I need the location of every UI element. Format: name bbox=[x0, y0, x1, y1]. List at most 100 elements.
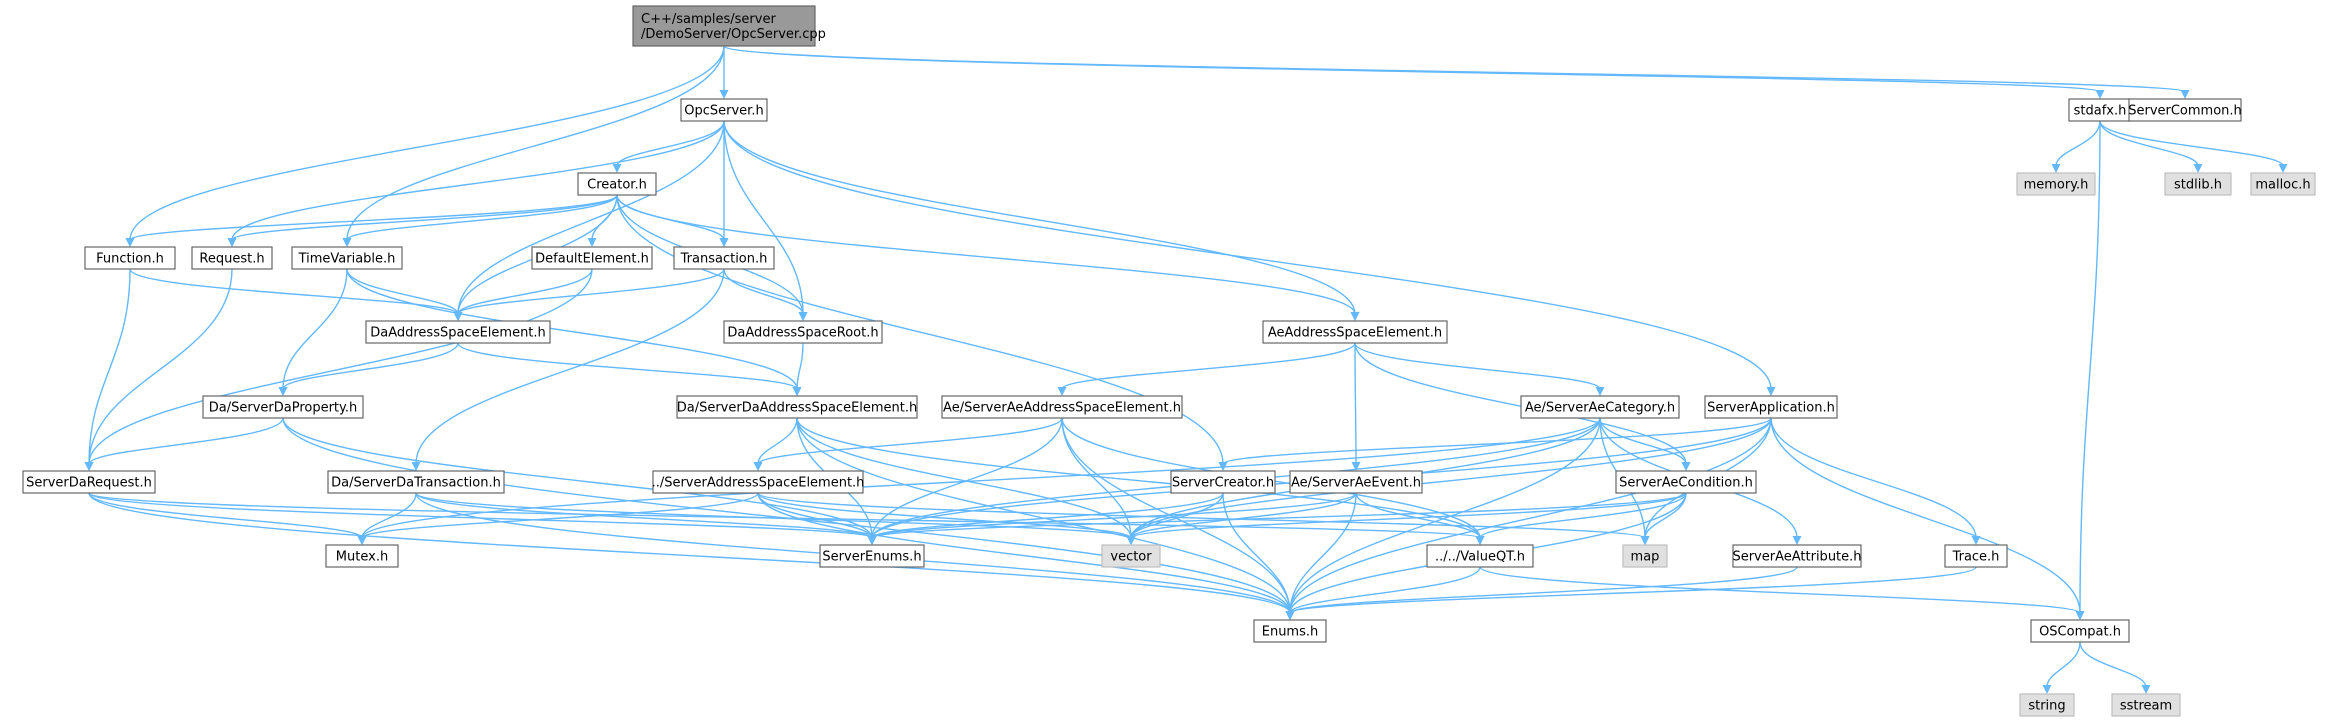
edge-serveraecondition-to-vector bbox=[1130, 492, 1687, 539]
arrowhead-aeaddrelem-to-aeserveraeaddrelem bbox=[1057, 387, 1067, 396]
edge-serverapplication-to-vector bbox=[1130, 417, 1772, 539]
node-label-serverdarequest: ServerDaRequest.h bbox=[26, 476, 152, 491]
node-request[interactable]: Request.h bbox=[191, 246, 273, 270]
edge-serverapplication-to-oscompat bbox=[1770, 417, 2081, 614]
node-servercreator[interactable]: ServerCreator.h bbox=[1170, 470, 1276, 494]
node-serverdarequest[interactable]: ServerDaRequest.h bbox=[22, 470, 156, 494]
edge-serverapplication-to-enums bbox=[1289, 417, 1772, 614]
edge-stdafx-to-stdlib bbox=[2099, 120, 2199, 167]
node-string: string bbox=[2019, 693, 2075, 717]
edge-creator-to-function bbox=[129, 194, 618, 241]
arrowhead-serveraecondition-to-vector bbox=[1126, 536, 1136, 545]
node-mutex[interactable]: Mutex.h bbox=[325, 544, 399, 568]
node-enums[interactable]: Enums.h bbox=[1253, 619, 1327, 643]
edge-aeserveraeevent-to-vector bbox=[1130, 492, 1357, 539]
node-label-opcservercpp: /DemoServer/OpcServer.cpp bbox=[641, 27, 826, 42]
edge-function-to-daaddrelem bbox=[129, 268, 459, 315]
edge-aeaddrelem-to-aeserveraeaddrelem bbox=[1061, 342, 1356, 390]
node-aeserveraecategory[interactable]: Ae/ServerAeCategory.h bbox=[1520, 395, 1680, 419]
node-oscompat[interactable]: OSCompat.h bbox=[2030, 619, 2130, 643]
edge-transaction-to-daaddrelem bbox=[457, 268, 725, 315]
node-serveraecondition[interactable]: ServerAeCondition.h bbox=[1615, 470, 1757, 494]
node-creator[interactable]: Creator.h bbox=[577, 172, 657, 196]
node-box-map bbox=[1622, 544, 1668, 568]
node-label-memory: memory.h bbox=[2024, 178, 2089, 193]
node-servercommon[interactable]: ServerCommon.h bbox=[2128, 98, 2242, 122]
edge-aeaddrelem-to-aeserveraecategory bbox=[1354, 342, 1601, 390]
arrowhead-serveraecondition-to-serverenums bbox=[867, 536, 877, 545]
node-label-daserverdaproperty: Da/ServerDaProperty.h bbox=[209, 401, 358, 416]
node-opcserverh[interactable]: OpcServer.h bbox=[680, 98, 768, 122]
node-label-creator: Creator.h bbox=[587, 178, 647, 193]
node-opcservercpp[interactable]: C++/samples/server/DemoServer/OpcServer.… bbox=[632, 5, 826, 47]
edge-opcservercpp-to-timevariable bbox=[346, 45, 725, 241]
arrowhead-aeaddrelem-to-aeserveraeevent bbox=[1351, 462, 1361, 471]
node-label-stdlib: stdlib.h bbox=[2174, 178, 2222, 193]
edge-timevariable-to-daaddrelem bbox=[346, 268, 459, 315]
node-label-serverapplication: ServerApplication.h bbox=[1707, 401, 1835, 416]
node-aeserveraeevent[interactable]: Ae/ServerAeEvent.h bbox=[1289, 470, 1423, 494]
node-box-memory bbox=[2016, 172, 2096, 196]
node-box-string bbox=[2019, 693, 2075, 717]
node-function[interactable]: Function.h bbox=[84, 246, 176, 270]
node-daaddrelem[interactable]: DaAddressSpaceElement.h bbox=[365, 320, 551, 344]
arrowhead-opcserverh-to-serverapplication bbox=[1766, 387, 1776, 396]
edge-creator-to-servercreator bbox=[616, 194, 1224, 465]
node-valueqt[interactable]: ../../ValueQT.h bbox=[1426, 544, 1534, 568]
node-aeaddrelem[interactable]: AeAddressSpaceElement.h bbox=[1262, 320, 1448, 344]
edge-valueqt-to-enums bbox=[1289, 566, 1481, 614]
node-label-request: Request.h bbox=[199, 252, 264, 267]
edge-stdafx-to-oscompat bbox=[2079, 120, 2101, 614]
node-label-aeserveraeevent: Ae/ServerAeEvent.h bbox=[1291, 476, 1421, 491]
node-label-sstream: sstream bbox=[2120, 699, 2172, 714]
edge-daserverdatransaction-to-mutex bbox=[361, 492, 417, 539]
edge-aeserveraeevent-to-serverenums bbox=[871, 492, 1357, 539]
node-daserverdaaddrelem[interactable]: Da/ServerDaAddressSpaceElement.h bbox=[676, 395, 918, 419]
node-box-aeserveraeaddrelem bbox=[941, 395, 1183, 419]
arrowhead-serverapplication-to-trace bbox=[1971, 536, 1981, 545]
node-trace[interactable]: Trace.h bbox=[1944, 544, 2008, 568]
edge-aeaddrelem-to-aeserveraeevent bbox=[1354, 342, 1357, 465]
edge-aeserveraecategory-to-serveraecondition bbox=[1599, 417, 1687, 465]
edge-timevariable-to-daserverdaproperty bbox=[282, 268, 348, 390]
node-serverapplication[interactable]: ServerApplication.h bbox=[1704, 395, 1838, 419]
edge-opcserverh-to-creator bbox=[616, 120, 725, 167]
edge-serveraddrelem-to-serverenums bbox=[757, 492, 873, 539]
node-daserverdatransaction[interactable]: Da/ServerDaTransaction.h bbox=[327, 470, 505, 494]
node-box-vector bbox=[1101, 544, 1161, 568]
node-box-daserverdaproperty bbox=[202, 395, 364, 419]
node-box-oscompat bbox=[2030, 619, 2130, 643]
arrowhead-transaction-to-daaddrroot bbox=[798, 312, 808, 321]
node-map: map bbox=[1622, 544, 1668, 568]
node-serveraeattribute[interactable]: ServerAeAttribute.h bbox=[1732, 544, 1862, 568]
edge-opcservercpp-to-stdafx bbox=[723, 45, 2101, 93]
node-transaction[interactable]: Transaction.h bbox=[673, 246, 775, 270]
arrowhead-opcserverh-to-creator bbox=[612, 164, 622, 173]
node-aeserveraeaddrelem[interactable]: Ae/ServerAeAddressSpaceElement.h bbox=[941, 395, 1183, 419]
edge-creator-to-transaction bbox=[616, 194, 725, 241]
node-label-enums: Enums.h bbox=[1262, 625, 1319, 640]
arrowhead-stdafx-to-memory bbox=[2051, 164, 2061, 173]
node-timevariable[interactable]: TimeVariable.h bbox=[291, 246, 403, 270]
edge-servercreator-to-vector bbox=[1130, 492, 1224, 539]
node-serveraddrelem[interactable]: ../ServerAddressSpaceElement.h bbox=[652, 470, 865, 494]
edge-transaction-to-daserverdatransaction bbox=[415, 268, 725, 465]
node-serverenums[interactable]: ServerEnums.h bbox=[819, 544, 925, 568]
edge-oscompat-to-string bbox=[2046, 641, 2081, 688]
node-label-trace: Trace.h bbox=[1952, 550, 2000, 565]
edge-opcservercpp-to-function bbox=[129, 45, 725, 241]
node-defaultelement[interactable]: DefaultElement.h bbox=[531, 246, 653, 270]
node-daaddrroot[interactable]: DaAddressSpaceRoot.h bbox=[723, 320, 883, 344]
node-label-map: map bbox=[1631, 550, 1660, 565]
node-stdafx[interactable]: stdafx.h bbox=[2068, 98, 2132, 122]
edge-serveraddrelem-to-enums bbox=[757, 492, 1291, 614]
arrowhead-creator-to-request bbox=[227, 238, 237, 247]
edges-layer bbox=[84, 45, 2288, 694]
edge-daaddrelem-to-daserverdaproperty bbox=[282, 342, 459, 390]
arrowhead-daaddrroot-to-daserverdaaddrelem bbox=[792, 387, 802, 396]
edge-opcserverh-to-daaddrroot bbox=[723, 120, 804, 315]
node-label-aeserveraecategory: Ae/ServerAeCategory.h bbox=[1525, 401, 1675, 416]
node-label-serveraddrelem: ../ServerAddressSpaceElement.h bbox=[652, 476, 865, 491]
node-daserverdaproperty[interactable]: Da/ServerDaProperty.h bbox=[202, 395, 364, 419]
node-vector: vector bbox=[1101, 544, 1161, 568]
